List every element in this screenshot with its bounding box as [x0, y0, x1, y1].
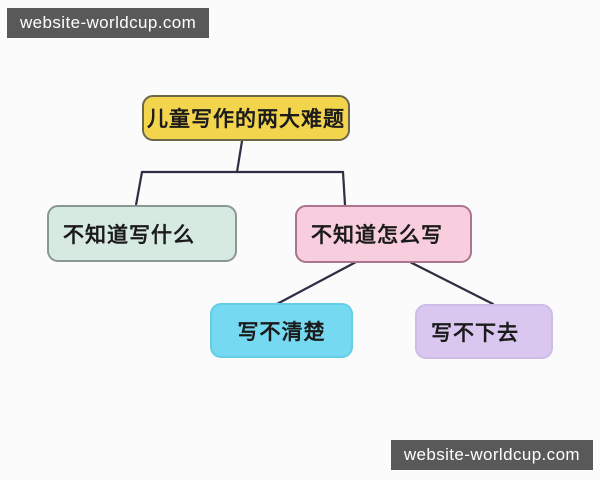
node-cannot-continue: 写不下去: [415, 304, 553, 359]
edge-how-to-unclear: [275, 260, 358, 306]
edge-root-to-how: [341, 170, 347, 207]
node-how-to-write: 不知道怎么写: [295, 205, 472, 263]
watermark-bottom-right: website-worldcup.com: [390, 440, 593, 470]
edge-root-stem: [235, 139, 244, 174]
node-root-label: 儿童写作的两大难题: [147, 107, 345, 131]
node-what-to-write: 不知道写什么: [47, 205, 237, 262]
node-write-unclear: 写不清楚: [210, 303, 353, 358]
node-how-to-write-label: 不知道怎么写: [311, 223, 443, 247]
watermark-top-left: website-worldcup.com: [7, 8, 210, 38]
node-what-to-write-label: 不知道写什么: [63, 222, 195, 247]
edge-root-to-what: [134, 170, 144, 207]
node-root-two-difficulties: 儿童写作的两大难题: [142, 95, 350, 141]
edge-how-to-stuck: [408, 260, 495, 306]
node-write-unclear-label: 写不清楚: [237, 319, 326, 344]
node-cannot-continue-label: 写不下去: [431, 320, 519, 345]
